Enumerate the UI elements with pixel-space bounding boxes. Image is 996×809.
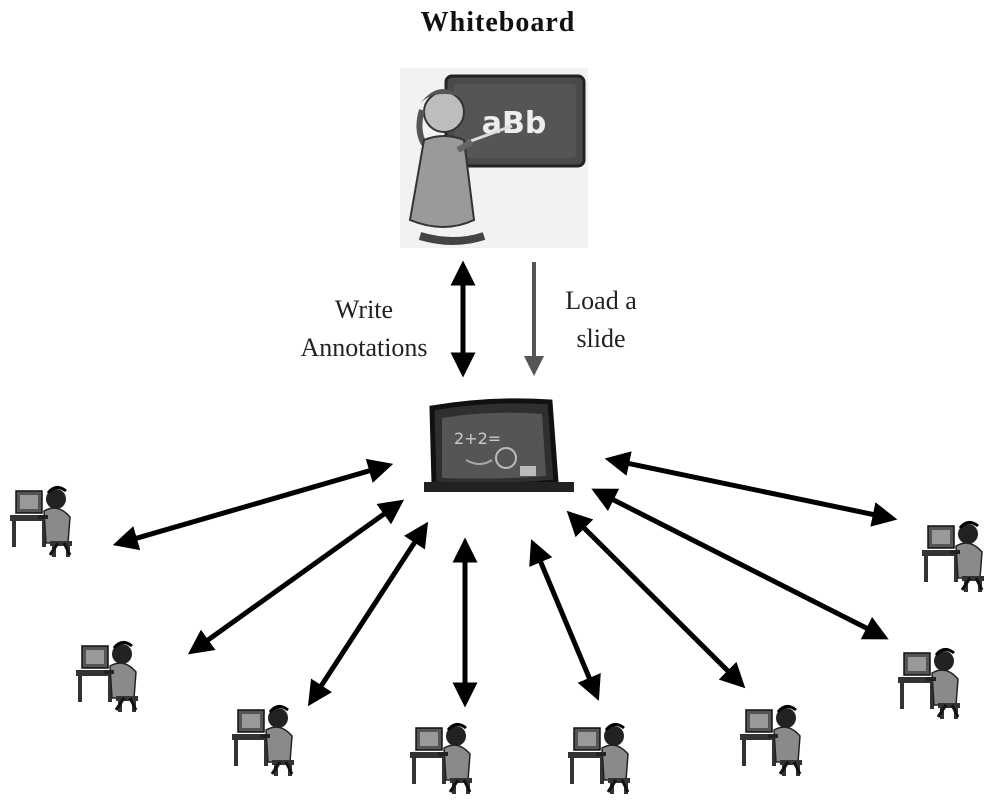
student-at-computer-icon: [920, 520, 986, 594]
teacher-at-board-icon: aBb: [400, 68, 588, 248]
student-connection-arrows: [112, 451, 898, 708]
student-at-computer-icon: [738, 704, 804, 778]
chalkboard-text: 2+2=: [454, 429, 501, 448]
write-annotations-label-line2: Annotations: [300, 333, 427, 362]
student-at-computer-icon: [74, 640, 140, 714]
write-annotations-label-line1: Write: [335, 295, 393, 324]
load-slide-label-line1: Load a: [565, 286, 637, 315]
student-at-computer-icon: [230, 704, 296, 778]
board-text: aBb: [482, 106, 547, 141]
student-at-computer-icon: [566, 722, 632, 796]
student-at-computer-icon: [896, 647, 962, 721]
load-slide-label-line2: slide: [576, 324, 625, 353]
diagram-title: Whiteboard: [421, 7, 576, 38]
chalkboard-icon: 2+2=: [424, 398, 574, 492]
student-at-computer-icon: [8, 485, 74, 559]
student-at-computer-icon: [408, 722, 474, 796]
